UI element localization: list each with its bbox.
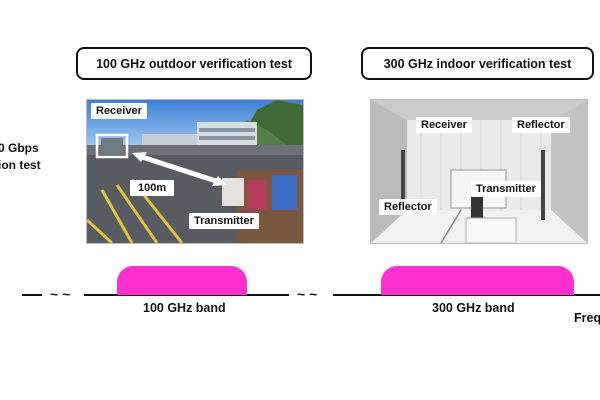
side-label: 0 Gbps ion test	[0, 140, 41, 174]
band-100ghz-label: 100 GHz band	[143, 301, 226, 315]
axis-label: Freq	[574, 311, 600, 325]
indoor-transmitter-label: Transmitter	[471, 181, 541, 197]
outdoor-transmitter-label: Transmitter	[189, 213, 259, 229]
band-300ghz	[381, 266, 574, 295]
indoor-reflector-left-label: Reflector	[379, 199, 437, 215]
side-label-line2: ion test	[0, 158, 41, 172]
axis-segment-1	[22, 294, 42, 296]
axis-segment-2	[84, 294, 289, 296]
outdoor-test-photo	[86, 99, 304, 244]
band-100ghz	[117, 266, 247, 295]
indoor-receiver-label: Receiver	[416, 117, 472, 133]
outdoor-test-title: 100 GHz outdoor verification test	[76, 47, 312, 80]
axis-break-2: ~ ~	[297, 286, 318, 302]
band-300ghz-label: 300 GHz band	[432, 301, 515, 315]
axis-break-1: ~ ~	[50, 286, 71, 302]
indoor-test-title: 300 GHz indoor verification test	[361, 47, 594, 80]
outdoor-receiver-label: Receiver	[91, 103, 147, 119]
side-label-line1: 0 Gbps	[0, 141, 39, 155]
indoor-reflector-top-label: Reflector	[512, 117, 570, 133]
axis-segment-3	[333, 294, 600, 296]
distance-label: 100m	[130, 180, 175, 196]
outdoor-scene	[87, 100, 303, 243]
